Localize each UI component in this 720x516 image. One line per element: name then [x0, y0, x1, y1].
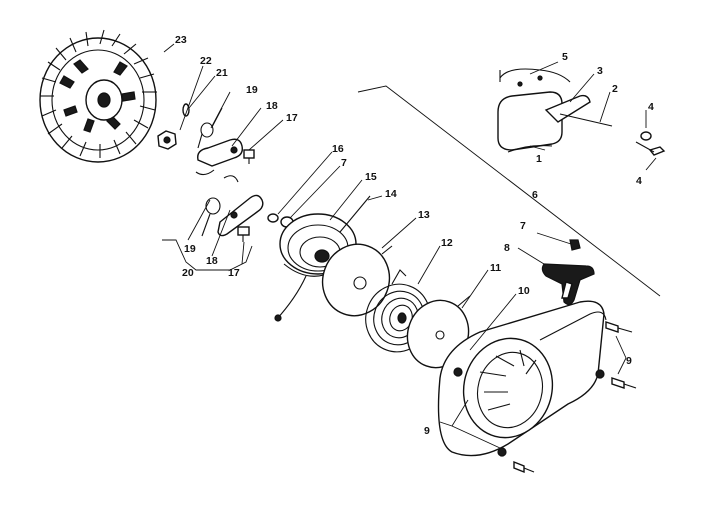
- callout-18a: 18: [266, 100, 278, 112]
- callout-7b: 7: [520, 220, 526, 232]
- callout-13: 13: [418, 209, 430, 221]
- callout-14: 14: [385, 188, 397, 200]
- flywheel: [39, 29, 157, 163]
- pawl-assembly-lower: [201, 175, 264, 242]
- callout-23: 23: [175, 34, 187, 46]
- callout-9b: 9: [424, 425, 430, 437]
- callout-21: 21: [216, 67, 228, 79]
- leader-lines: [163, 43, 657, 351]
- callout-17b: 17: [228, 267, 240, 279]
- callout-4a: 4: [648, 101, 654, 113]
- starter-housing: [437, 300, 607, 457]
- callout-labels: 23 22 21 19 18 17 16 7 15 14 13 12 11 10…: [175, 34, 654, 437]
- housing-screw: [513, 321, 637, 474]
- callout-6: 6: [532, 189, 538, 201]
- ignition-module: [497, 68, 613, 153]
- callout-18b: 18: [206, 255, 218, 267]
- callout-3: 3: [597, 65, 603, 77]
- callout-10: 10: [518, 285, 530, 297]
- flywheel-nut: [157, 130, 177, 150]
- module-washer: [640, 131, 652, 141]
- callout-9a: 9: [626, 355, 632, 367]
- rope-insert: [569, 239, 581, 251]
- callout-19a: 19: [246, 84, 258, 96]
- callout-16: 16: [332, 143, 344, 155]
- washer: [182, 103, 190, 117]
- callout-1: 1: [536, 153, 542, 165]
- group-bracket-9: [439, 335, 627, 449]
- callout-4b: 4: [636, 175, 642, 187]
- callout-11: 11: [490, 262, 501, 274]
- callout-5: 5: [562, 51, 568, 63]
- group-line-6: [357, 85, 661, 297]
- callout-20: 20: [182, 267, 194, 279]
- starter-rope: [274, 195, 371, 322]
- callout-8: 8: [504, 242, 510, 254]
- starter-handle: [541, 263, 595, 306]
- module-screw: [635, 141, 666, 156]
- callout-7a: 7: [341, 157, 347, 169]
- callout-12: 12: [441, 237, 453, 249]
- callout-17a: 17: [286, 112, 298, 124]
- callout-15: 15: [365, 171, 377, 183]
- starter-pawl: [195, 138, 244, 176]
- shoulder-screw: [243, 149, 255, 164]
- callout-2: 2: [612, 83, 618, 95]
- group-bracket-20: [162, 239, 253, 271]
- callout-19b: 19: [184, 243, 196, 255]
- callout-22: 22: [200, 55, 212, 67]
